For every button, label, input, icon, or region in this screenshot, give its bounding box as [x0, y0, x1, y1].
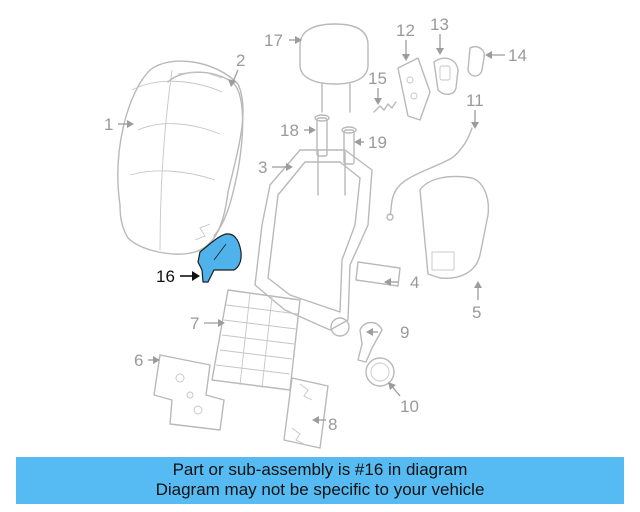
banner-line-1: Part or sub-assembly is #16 in diagram	[172, 460, 468, 479]
callout-19: 19	[368, 133, 387, 152]
part-11-cable	[386, 127, 473, 221]
part-15-spring	[373, 101, 397, 113]
leader-16	[180, 271, 200, 281]
part-13-switch	[433, 57, 459, 95]
part-14-knob	[467, 46, 485, 77]
part-12-switch-panel	[397, 57, 431, 121]
part-19-guide-sleeve	[341, 126, 357, 165]
callout-13: 13	[430, 15, 449, 34]
part-8-strap	[283, 377, 329, 449]
callout-11: 11	[466, 91, 484, 110]
callout-3: 3	[258, 158, 267, 177]
callout-2: 2	[236, 51, 245, 70]
callout-9: 9	[400, 323, 409, 342]
banner-line-2: Diagram may not be specific to your vehi…	[155, 480, 485, 499]
callout-14: 14	[508, 46, 527, 65]
part-3-seat-back-frame	[254, 149, 373, 337]
callout-16: 16	[156, 267, 175, 286]
part-4-pad	[355, 261, 401, 287]
parts-diagram: 1 2 3 4 5 6 7 8 9 10 11 12 13 14 15 16 1…	[104, 15, 527, 449]
part-6-lumbar-mechanism	[153, 354, 225, 431]
part-18-guide-sleeve	[314, 114, 330, 157]
callout-8: 8	[328, 415, 337, 434]
part-1-seat-back-cushion	[117, 60, 244, 255]
callout-4: 4	[410, 273, 419, 292]
part-5-back-panel	[419, 175, 490, 279]
callout-15: 15	[368, 69, 387, 88]
callout-18: 18	[280, 121, 299, 140]
leader-lines	[118, 34, 505, 424]
callout-10: 10	[400, 397, 419, 416]
callout-labels: 1 2 3 4 5 6 7 8 9 10 11 12 13 14 15 16 1…	[104, 15, 527, 434]
callout-7: 7	[190, 314, 199, 333]
callout-17: 17	[264, 31, 283, 50]
part-17-headrest	[299, 23, 369, 113]
part-2-seat-back-cover	[167, 71, 244, 237]
callout-6: 6	[134, 351, 143, 370]
part-7-lumbar-mat	[211, 289, 301, 391]
callout-12: 12	[396, 21, 415, 40]
info-banner: Part or sub-assembly is #16 in diagram D…	[16, 457, 624, 504]
callout-1: 1	[104, 115, 113, 134]
part-10-knob	[365, 357, 395, 387]
part-9-lever	[357, 321, 383, 363]
part-16-side-panel[interactable]	[197, 233, 242, 283]
callout-5: 5	[472, 303, 481, 322]
